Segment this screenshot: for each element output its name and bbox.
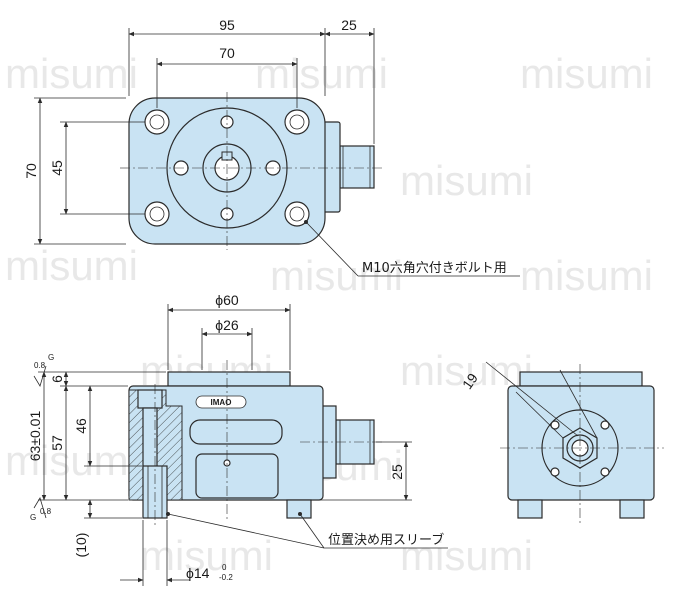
side-view: 19 xyxy=(459,361,664,524)
top-bolt-hole xyxy=(284,109,310,135)
dim-phi26: ϕ26 xyxy=(215,317,239,333)
top-shaft-stub xyxy=(339,145,375,189)
tol-lower: -0.2 xyxy=(219,573,233,582)
dim-63: 63±0.01 xyxy=(27,411,43,462)
watermark: misumi xyxy=(270,252,403,299)
dim-25-right: 25 xyxy=(389,464,405,480)
callout-bolt: M10六角穴付きボルト用 xyxy=(362,261,507,276)
front-top-boss xyxy=(167,371,291,387)
surface-symbol-top xyxy=(33,365,47,387)
top-bolt-hole xyxy=(284,201,310,227)
top-bolt-hole xyxy=(144,201,170,227)
watermark: misumi xyxy=(400,532,533,579)
imao-logo-text: IMAO xyxy=(211,398,232,407)
dim-19-line xyxy=(485,361,579,437)
dim-57: 57 xyxy=(49,435,65,451)
dim-70-vertical: 70 xyxy=(23,163,39,179)
front-bolt-counterbore xyxy=(137,389,163,409)
watermark: misumi xyxy=(520,252,653,299)
side-foot-right xyxy=(619,499,645,519)
dim-45: 45 xyxy=(49,160,65,176)
callout-sleeve: 位置決め用スリーブ xyxy=(328,532,444,548)
watermark: misumi xyxy=(520,50,653,97)
dim-25-top: 25 xyxy=(341,17,357,33)
front-foot xyxy=(286,499,312,519)
surface-top-sym: G xyxy=(48,353,54,362)
dim-46: 46 xyxy=(73,418,89,434)
watermark: misumi xyxy=(400,157,533,204)
side-foot-left xyxy=(517,499,543,519)
side-top-boss xyxy=(519,371,643,387)
front-view: IMAO ϕ60 ϕ26 63±0.01 6 57 46 (10) 0.8 xyxy=(27,292,448,586)
surface-symbol-bottom xyxy=(33,497,47,519)
surface-bottom-val: 0.8 xyxy=(40,507,52,516)
imao-logo xyxy=(195,395,247,409)
side-small-hole xyxy=(600,420,610,430)
top-bolt-hole xyxy=(144,109,170,135)
surface-top-val: 0.8 xyxy=(34,361,46,370)
side-small-hole xyxy=(550,467,560,477)
dim-95: 95 xyxy=(219,17,235,33)
watermark: misumi xyxy=(140,532,273,579)
side-small-hole xyxy=(550,420,560,430)
top-view: 95 25 70 70 45 M10六角穴付きボルト用 xyxy=(23,17,520,277)
front-recess xyxy=(195,453,279,499)
watermark: misumi xyxy=(5,50,138,97)
watermark: misumi xyxy=(5,437,138,484)
watermark: misumi xyxy=(5,242,138,289)
front-window xyxy=(189,419,283,445)
dim-phi14: ϕ14 xyxy=(186,565,210,581)
dim-70-horizontal: 70 xyxy=(219,45,235,61)
dim-10: (10) xyxy=(73,533,89,558)
dim-phi60: ϕ60 xyxy=(215,292,239,308)
dim-6: 6 xyxy=(49,375,65,383)
watermark: misumi xyxy=(255,50,388,97)
side-small-hole xyxy=(600,467,610,477)
surface-bottom-sym: G xyxy=(30,513,36,522)
tol-upper: 0 xyxy=(222,563,227,572)
